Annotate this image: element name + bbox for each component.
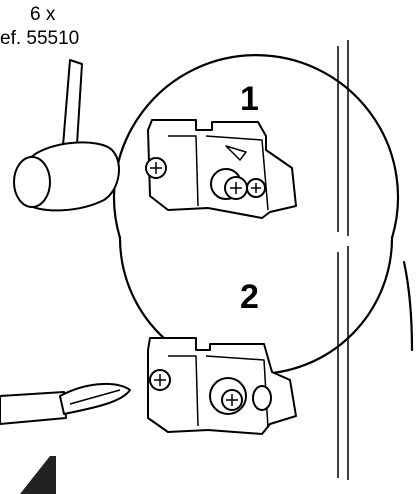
hinge-bracket-1 <box>145 119 297 219</box>
hinge-bracket-2 <box>147 337 297 435</box>
step-2-number: 2 <box>240 278 259 316</box>
reference-label: ef. 55510 <box>0 28 79 49</box>
screwdriver-icon <box>0 382 131 425</box>
cabinet-panel <box>337 40 349 480</box>
detail-circle-top <box>112 54 400 240</box>
adjacent-circle-edge <box>402 260 414 352</box>
quantity-label: 6 x <box>30 4 56 25</box>
next-step-number-fragment <box>20 456 56 494</box>
step-1-number: 1 <box>240 80 259 118</box>
hammer-icon <box>13 59 120 212</box>
